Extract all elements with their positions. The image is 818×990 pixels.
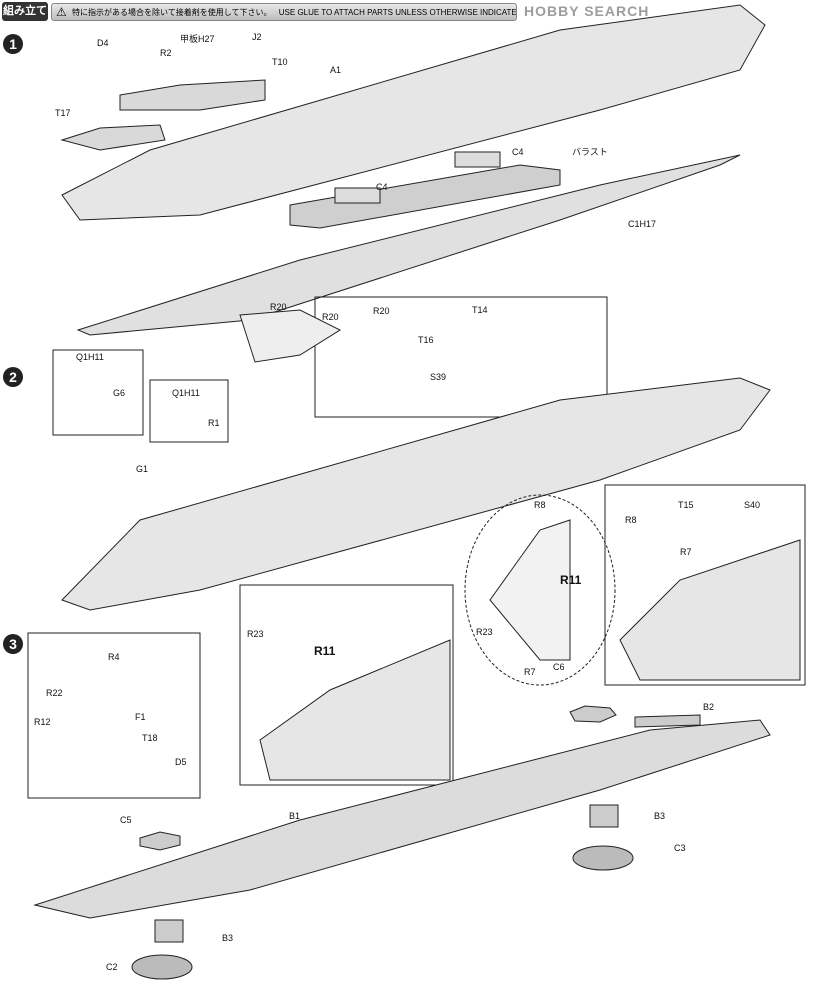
- part-label: R22: [46, 688, 63, 698]
- part-label: F1: [135, 712, 146, 722]
- part-c6: [569, 705, 617, 723]
- step-number-2: 2: [3, 367, 23, 387]
- part-label: C2: [106, 962, 118, 972]
- part-label: R12: [34, 717, 51, 727]
- part-label: C4: [376, 182, 388, 192]
- part-label: T17: [55, 108, 71, 118]
- header: 組み立て ⚠ 特に指示がある場合を除いて接着剤を使用して下さい。 USE GLU…: [0, 0, 818, 22]
- part-label: S40: [744, 500, 761, 510]
- watermark: HOBBY SEARCH: [524, 3, 650, 19]
- part-label: Q1H11: [172, 388, 200, 398]
- part-label: R7: [524, 667, 536, 677]
- part-label: C4: [512, 147, 524, 157]
- warning-jp: 特に指示がある場合を除いて接着剤を使用して下さい。: [72, 8, 272, 17]
- part-label: R20: [270, 302, 287, 312]
- part-label: D4: [97, 38, 109, 48]
- part-label: R23: [476, 627, 493, 637]
- inset-box-t14-t16: [314, 296, 608, 418]
- part-label: G1: [136, 464, 149, 474]
- part-label: R8: [534, 500, 546, 510]
- inset-box-stern-detail: [604, 484, 806, 686]
- hull-step2: [61, 377, 771, 611]
- part-label: B3: [222, 933, 234, 943]
- part-r20-plate: [239, 309, 342, 363]
- ballast-c4: [289, 164, 561, 229]
- part-label: R2: [160, 48, 172, 58]
- glue-warning: ⚠ 特に指示がある場合を除いて接着剤を使用して下さい。 USE GLUE TO …: [51, 3, 517, 21]
- part-c2: [131, 954, 193, 980]
- stern-detail-hull: [619, 539, 801, 681]
- part-label: S39: [430, 372, 447, 382]
- part-label: C5: [120, 815, 132, 825]
- ballast-frame-c4b: [334, 187, 381, 204]
- inset-circle-r11: [464, 494, 616, 686]
- part-label: R20: [373, 306, 390, 316]
- part-label: C1H17: [628, 219, 657, 229]
- hull-upper-a1: [61, 4, 766, 221]
- part-label: B2: [703, 702, 715, 712]
- inset-box-q1-g6: [52, 349, 144, 436]
- part-label: T10: [272, 57, 288, 67]
- part-label: R11: [560, 573, 582, 587]
- part-label: C3: [674, 843, 686, 853]
- step-number-1: 1: [3, 34, 23, 54]
- part-label: R20: [322, 312, 339, 322]
- part-label: R7: [680, 547, 692, 557]
- part-label: 甲板H27: [180, 34, 215, 44]
- hull-lower-c1: [76, 154, 741, 336]
- part-label: Q1H11: [76, 352, 104, 362]
- part-b3-rear: [589, 804, 619, 828]
- part-label: R11: [314, 644, 336, 658]
- ballast-frame-c4a: [454, 151, 501, 168]
- flight-deck-b1: [33, 719, 771, 919]
- detail-hull-step3: [259, 639, 451, 781]
- fore-deck-plan: [489, 519, 571, 661]
- part-label: T18: [142, 733, 158, 743]
- bow-deck-t17: [60, 124, 166, 151]
- part-label: A1: [330, 65, 342, 75]
- part-c3: [572, 845, 634, 871]
- part-label: C6: [553, 662, 565, 672]
- step-number-3: 3: [3, 634, 23, 654]
- part-label: G6: [113, 388, 126, 398]
- part-label: R4: [108, 652, 120, 662]
- inset-box-r4-t18: [27, 632, 201, 799]
- part-label: R8: [625, 515, 637, 525]
- part-label: D5: [175, 757, 187, 767]
- part-c5: [139, 831, 181, 851]
- part-label: T16: [418, 335, 434, 345]
- part-label: J2: [252, 32, 262, 42]
- inset-box-q1-r1: [149, 379, 229, 443]
- part-label: T14: [472, 305, 488, 315]
- inset-box-r23-r11: [239, 584, 454, 786]
- part-label: B1: [289, 811, 301, 821]
- warning-triangle-icon: ⚠: [56, 5, 67, 19]
- part-label: R1: [208, 418, 220, 428]
- warning-en: USE GLUE TO ATTACH PARTS UNLESS OTHERWIS…: [278, 8, 517, 17]
- part-label: バラスト: [572, 147, 608, 157]
- part-label: R23: [247, 629, 264, 639]
- part-b3-front: [154, 919, 184, 943]
- section-label: 組み立て: [2, 2, 48, 21]
- part-b2: [634, 714, 701, 728]
- part-label: T15: [678, 500, 694, 510]
- deck-parts-t10: [119, 79, 266, 111]
- part-label: B3: [654, 811, 666, 821]
